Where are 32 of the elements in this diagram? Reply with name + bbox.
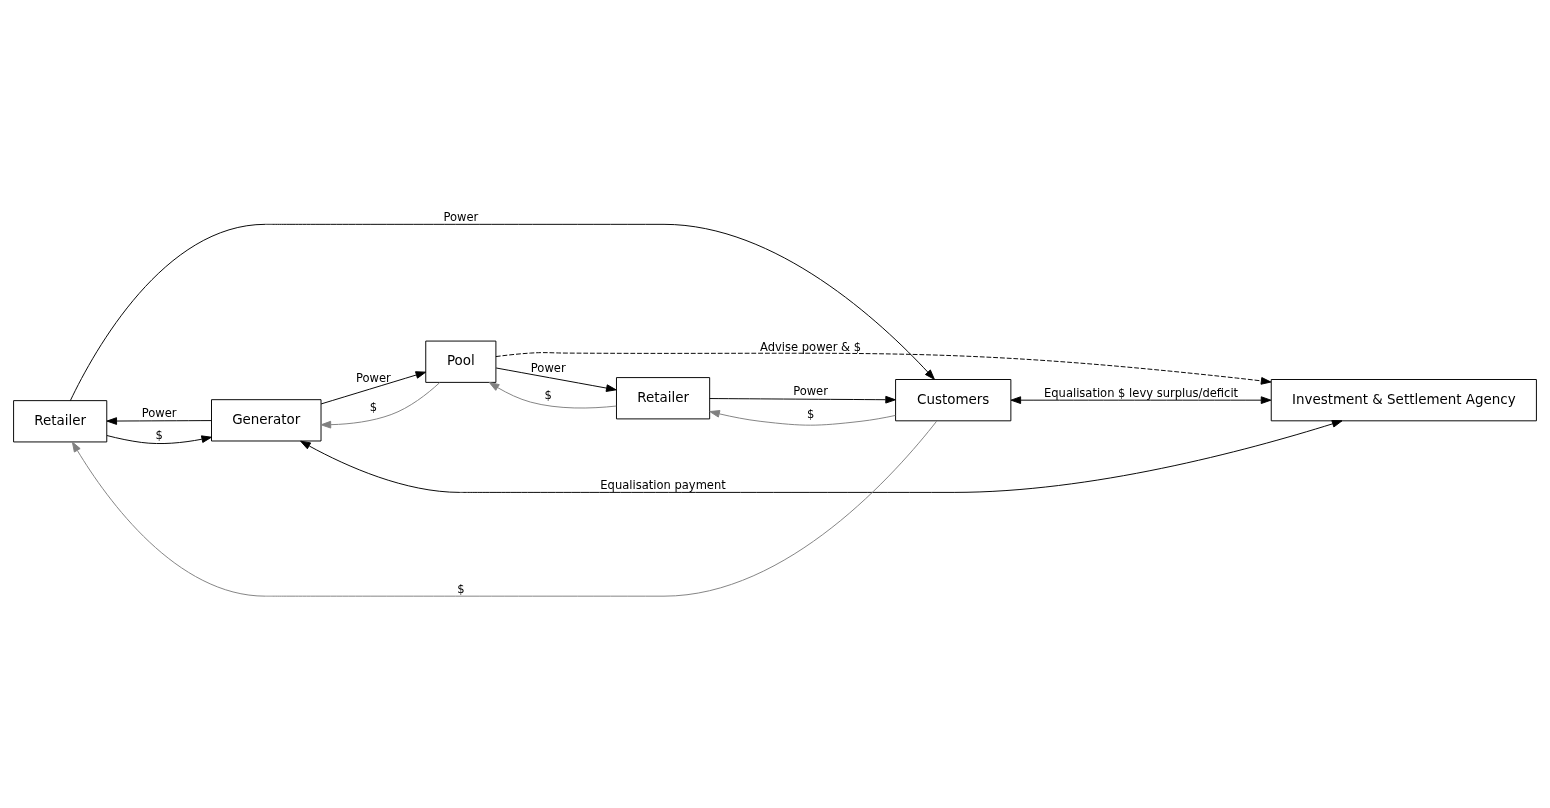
arrow — [488, 381, 617, 409]
arrow — [709, 410, 896, 426]
arrow — [106, 417, 212, 425]
node-box: Customers — [895, 379, 1012, 422]
edge-label: Power — [793, 383, 828, 398]
edge-label: Power — [443, 210, 479, 225]
arrow — [69, 223, 935, 402]
edge-label: $ — [155, 428, 163, 443]
edge-label: Advise power & $ — [760, 339, 862, 354]
edge-label: Equalisation $ levy surplus/deficit — [1044, 385, 1239, 400]
edge-label: $ — [544, 387, 552, 402]
arrow — [495, 352, 1272, 385]
arrow — [300, 420, 1343, 493]
arrow — [495, 367, 617, 392]
arrow — [106, 435, 212, 445]
node-box: Pool — [425, 340, 497, 383]
edge-label: Equalisation payment — [600, 478, 726, 493]
node-box: Retailer — [13, 400, 108, 443]
node-box: Retailer — [616, 377, 711, 420]
arrow — [1010, 396, 1272, 404]
arrow — [320, 371, 427, 405]
node-box: Generator — [211, 399, 322, 442]
arrow — [320, 382, 441, 429]
edge-label: $ — [806, 407, 815, 422]
arrow — [71, 420, 938, 597]
edge-label: Power — [141, 406, 177, 421]
edge-label: Power — [355, 370, 391, 385]
edge-label: $ — [369, 400, 378, 415]
edge-label: Power — [530, 360, 566, 375]
edge-label: $ — [457, 581, 465, 596]
node-box: Investment & Settlement Agency — [1270, 379, 1537, 422]
arrow — [709, 395, 896, 404]
